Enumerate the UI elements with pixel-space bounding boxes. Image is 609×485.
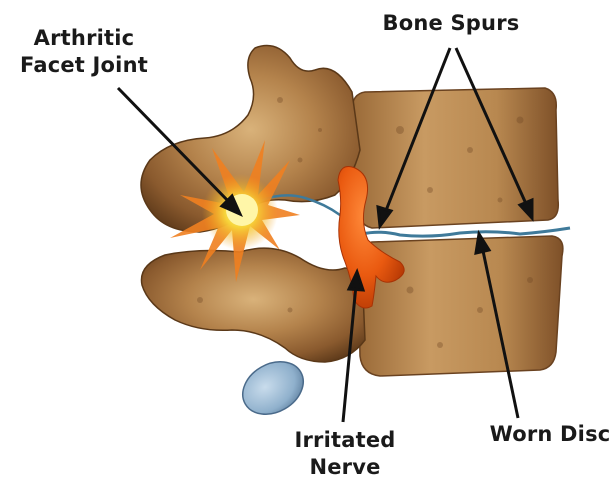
bone-spurs-label: Bone Spurs	[383, 11, 520, 35]
worn-disc-line	[362, 228, 570, 236]
worn-disc-label: Worn Disc	[490, 422, 609, 446]
facet-joint-label-line2: Facet Joint	[20, 53, 148, 77]
lower-posterior-elements	[141, 248, 365, 362]
nerve-label-line1: Irritated	[294, 428, 395, 452]
nerve-label-line2: Nerve	[309, 455, 380, 479]
facet-joint-label-line1: Arthritic	[34, 26, 135, 50]
cyst-icon	[233, 351, 312, 425]
